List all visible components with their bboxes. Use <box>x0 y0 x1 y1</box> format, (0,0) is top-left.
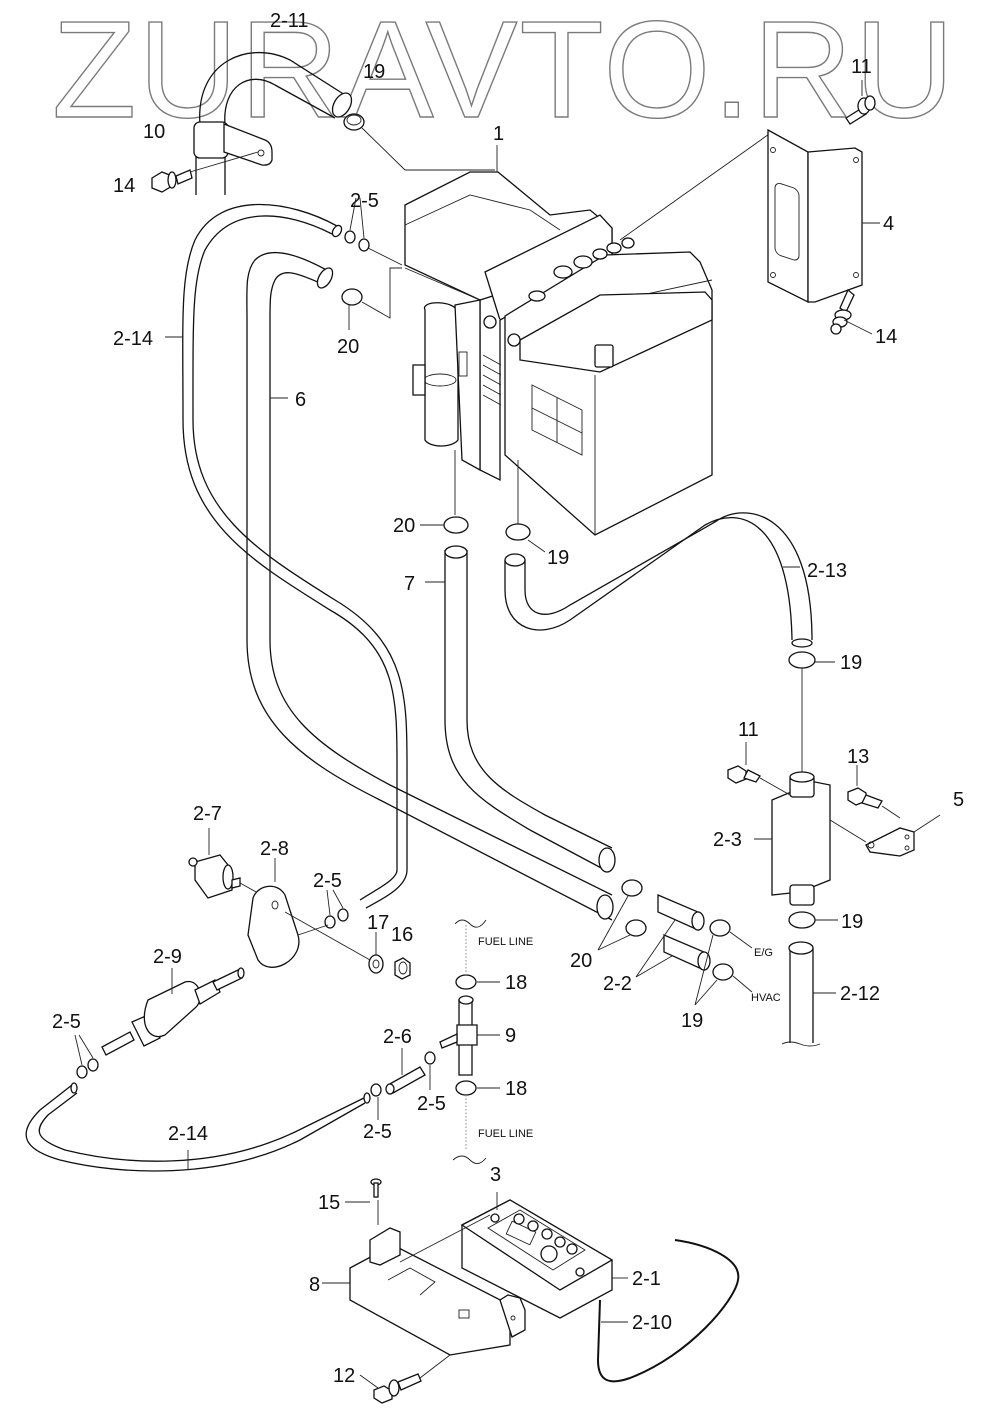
callout-20-low: 20 <box>570 950 592 972</box>
coolant-hose-6 <box>246 252 614 921</box>
hose-clamps-2-5-low <box>370 1051 436 1120</box>
hose-clamp-20-upper <box>341 267 402 330</box>
callout-8: 8 <box>309 1274 320 1296</box>
bolt-12 <box>359 1354 451 1404</box>
callout-2-14-bottom: 2-14 <box>168 1123 208 1145</box>
callout-2-6: 2-6 <box>383 1026 412 1048</box>
leader-4-to-heater <box>619 131 773 241</box>
callout-2-12: 2-12 <box>840 983 880 1005</box>
screw-15 <box>345 1178 382 1203</box>
callout-2-10: 2-10 <box>632 1312 672 1334</box>
callout-19-top: 19 <box>363 61 385 83</box>
callout-2-9: 2-9 <box>153 946 182 968</box>
hose-clamp-20-mid <box>420 516 469 534</box>
callout-19-eg-hvac: 19 <box>681 1010 703 1032</box>
callout-6: 6 <box>295 389 306 411</box>
tee-fitting-9 <box>439 995 500 1076</box>
callout-2-5-low: 2-5 <box>363 1121 392 1143</box>
callout-2-2: 2-2 <box>603 973 632 995</box>
callout-20-upper: 20 <box>337 336 359 358</box>
bolt-11-mid <box>727 742 791 796</box>
bolt-13 <box>847 765 901 819</box>
callout-12: 12 <box>333 1365 355 1387</box>
callout-2-5-mid: 2-5 <box>313 870 342 892</box>
coolant-hose-7 <box>425 545 616 873</box>
callout-11-top: 11 <box>851 56 872 78</box>
muffler-bracket-5 <box>829 814 941 857</box>
callout-15: 15 <box>318 1192 340 1214</box>
callout-14-left: 14 <box>113 175 135 197</box>
callout-2-13: 2-13 <box>807 560 847 582</box>
muffler-2-3 <box>754 771 831 906</box>
mounting-bracket-4 <box>767 128 880 304</box>
hose-clamps-19-eg-hvac <box>694 919 753 1006</box>
callout-14-right: 14 <box>875 326 897 348</box>
callout-2-5-low-right: 2-5 <box>417 1093 446 1115</box>
callout-2-5-top: 2-5 <box>350 190 379 212</box>
annotation-hvac: HVAC <box>751 992 781 1004</box>
pipe-connectors-2-2 <box>635 894 711 978</box>
watermark-text: ZURAVTO.RU <box>52 0 956 147</box>
callout-3: 3 <box>490 1164 501 1186</box>
fuel-hose-2-14-lower <box>25 1082 371 1172</box>
hose-clamp-19-mid <box>505 523 546 553</box>
callout-7: 7 <box>404 573 415 595</box>
callout-2-3: 2-3 <box>713 829 742 851</box>
controller-panel-2-1 <box>399 1192 628 1319</box>
hose-clamps-2-5-mid <box>297 889 349 936</box>
callout-1: 1 <box>493 123 504 145</box>
callout-2-8: 2-8 <box>260 838 289 860</box>
callout-20-mid: 20 <box>393 515 415 537</box>
callout-13: 13 <box>847 746 869 768</box>
callout-labels: 2-11 19 10 11 1 14 2-5 4 14 2-14 20 6 20… <box>52 10 964 1387</box>
pipe-clamp-bracket-10 <box>193 121 273 166</box>
annotation-fuel-line-top: FUEL LINE <box>478 936 533 948</box>
callout-2-5-left: 2-5 <box>52 1011 81 1033</box>
bolt-14-left <box>151 151 259 193</box>
annotation-eg: E/G <box>754 947 773 959</box>
hose-clamp-19-right <box>788 651 835 780</box>
nut-16 <box>394 957 411 980</box>
callout-2-7: 2-7 <box>193 803 222 825</box>
callout-17: 17 <box>367 912 389 934</box>
hose-clamp-19-low <box>788 911 838 929</box>
callout-19-right: 19 <box>840 652 862 674</box>
callout-4: 4 <box>883 213 894 235</box>
exhaust-tail-pipe-2-12 <box>781 941 836 1047</box>
callout-2-14-left: 2-14 <box>113 328 153 350</box>
hose-clamps-2-5-top <box>344 197 403 266</box>
callout-5: 5 <box>953 789 964 811</box>
hose-clamps-2-5-left <box>74 1034 99 1079</box>
controller-bracket-8 <box>322 1200 526 1356</box>
hose-clamp-18-top <box>454 919 500 990</box>
callout-16: 16 <box>391 924 413 946</box>
pump-clamp-2-8 <box>247 858 371 968</box>
callout-10: 10 <box>143 121 165 143</box>
fuel-pump-2-9 <box>101 967 245 1056</box>
fuel-hose-2-14-upper <box>165 203 408 909</box>
bolt-11-top <box>845 80 876 125</box>
callout-19-low: 19 <box>841 911 863 933</box>
callout-9: 9 <box>505 1025 516 1047</box>
callout-11-mid: 11 <box>738 719 759 741</box>
harness-cable-2-10 <box>596 1239 740 1383</box>
callout-19-mid: 19 <box>547 547 569 569</box>
callout-2-1: 2-1 <box>632 1268 661 1290</box>
hose-connector-2-6 <box>385 1048 426 1095</box>
hose-clamp-18-bottom <box>452 1080 500 1164</box>
callout-18-bottom: 18 <box>505 1078 527 1100</box>
rubber-mount-2-7 <box>188 828 259 899</box>
hose-clamp-19-top <box>343 113 495 171</box>
hose-clamps-20-lower <box>597 879 647 951</box>
callout-2-11: 2-11 <box>270 10 309 32</box>
exhaust-hose-2-13 <box>504 512 813 648</box>
annotation-fuel-line-bottom: FUEL LINE <box>478 1128 533 1140</box>
heater-unit-1 <box>404 171 713 536</box>
callout-18-top: 18 <box>505 972 527 994</box>
washer-17 <box>368 932 384 974</box>
bolt-14-right <box>830 288 873 335</box>
